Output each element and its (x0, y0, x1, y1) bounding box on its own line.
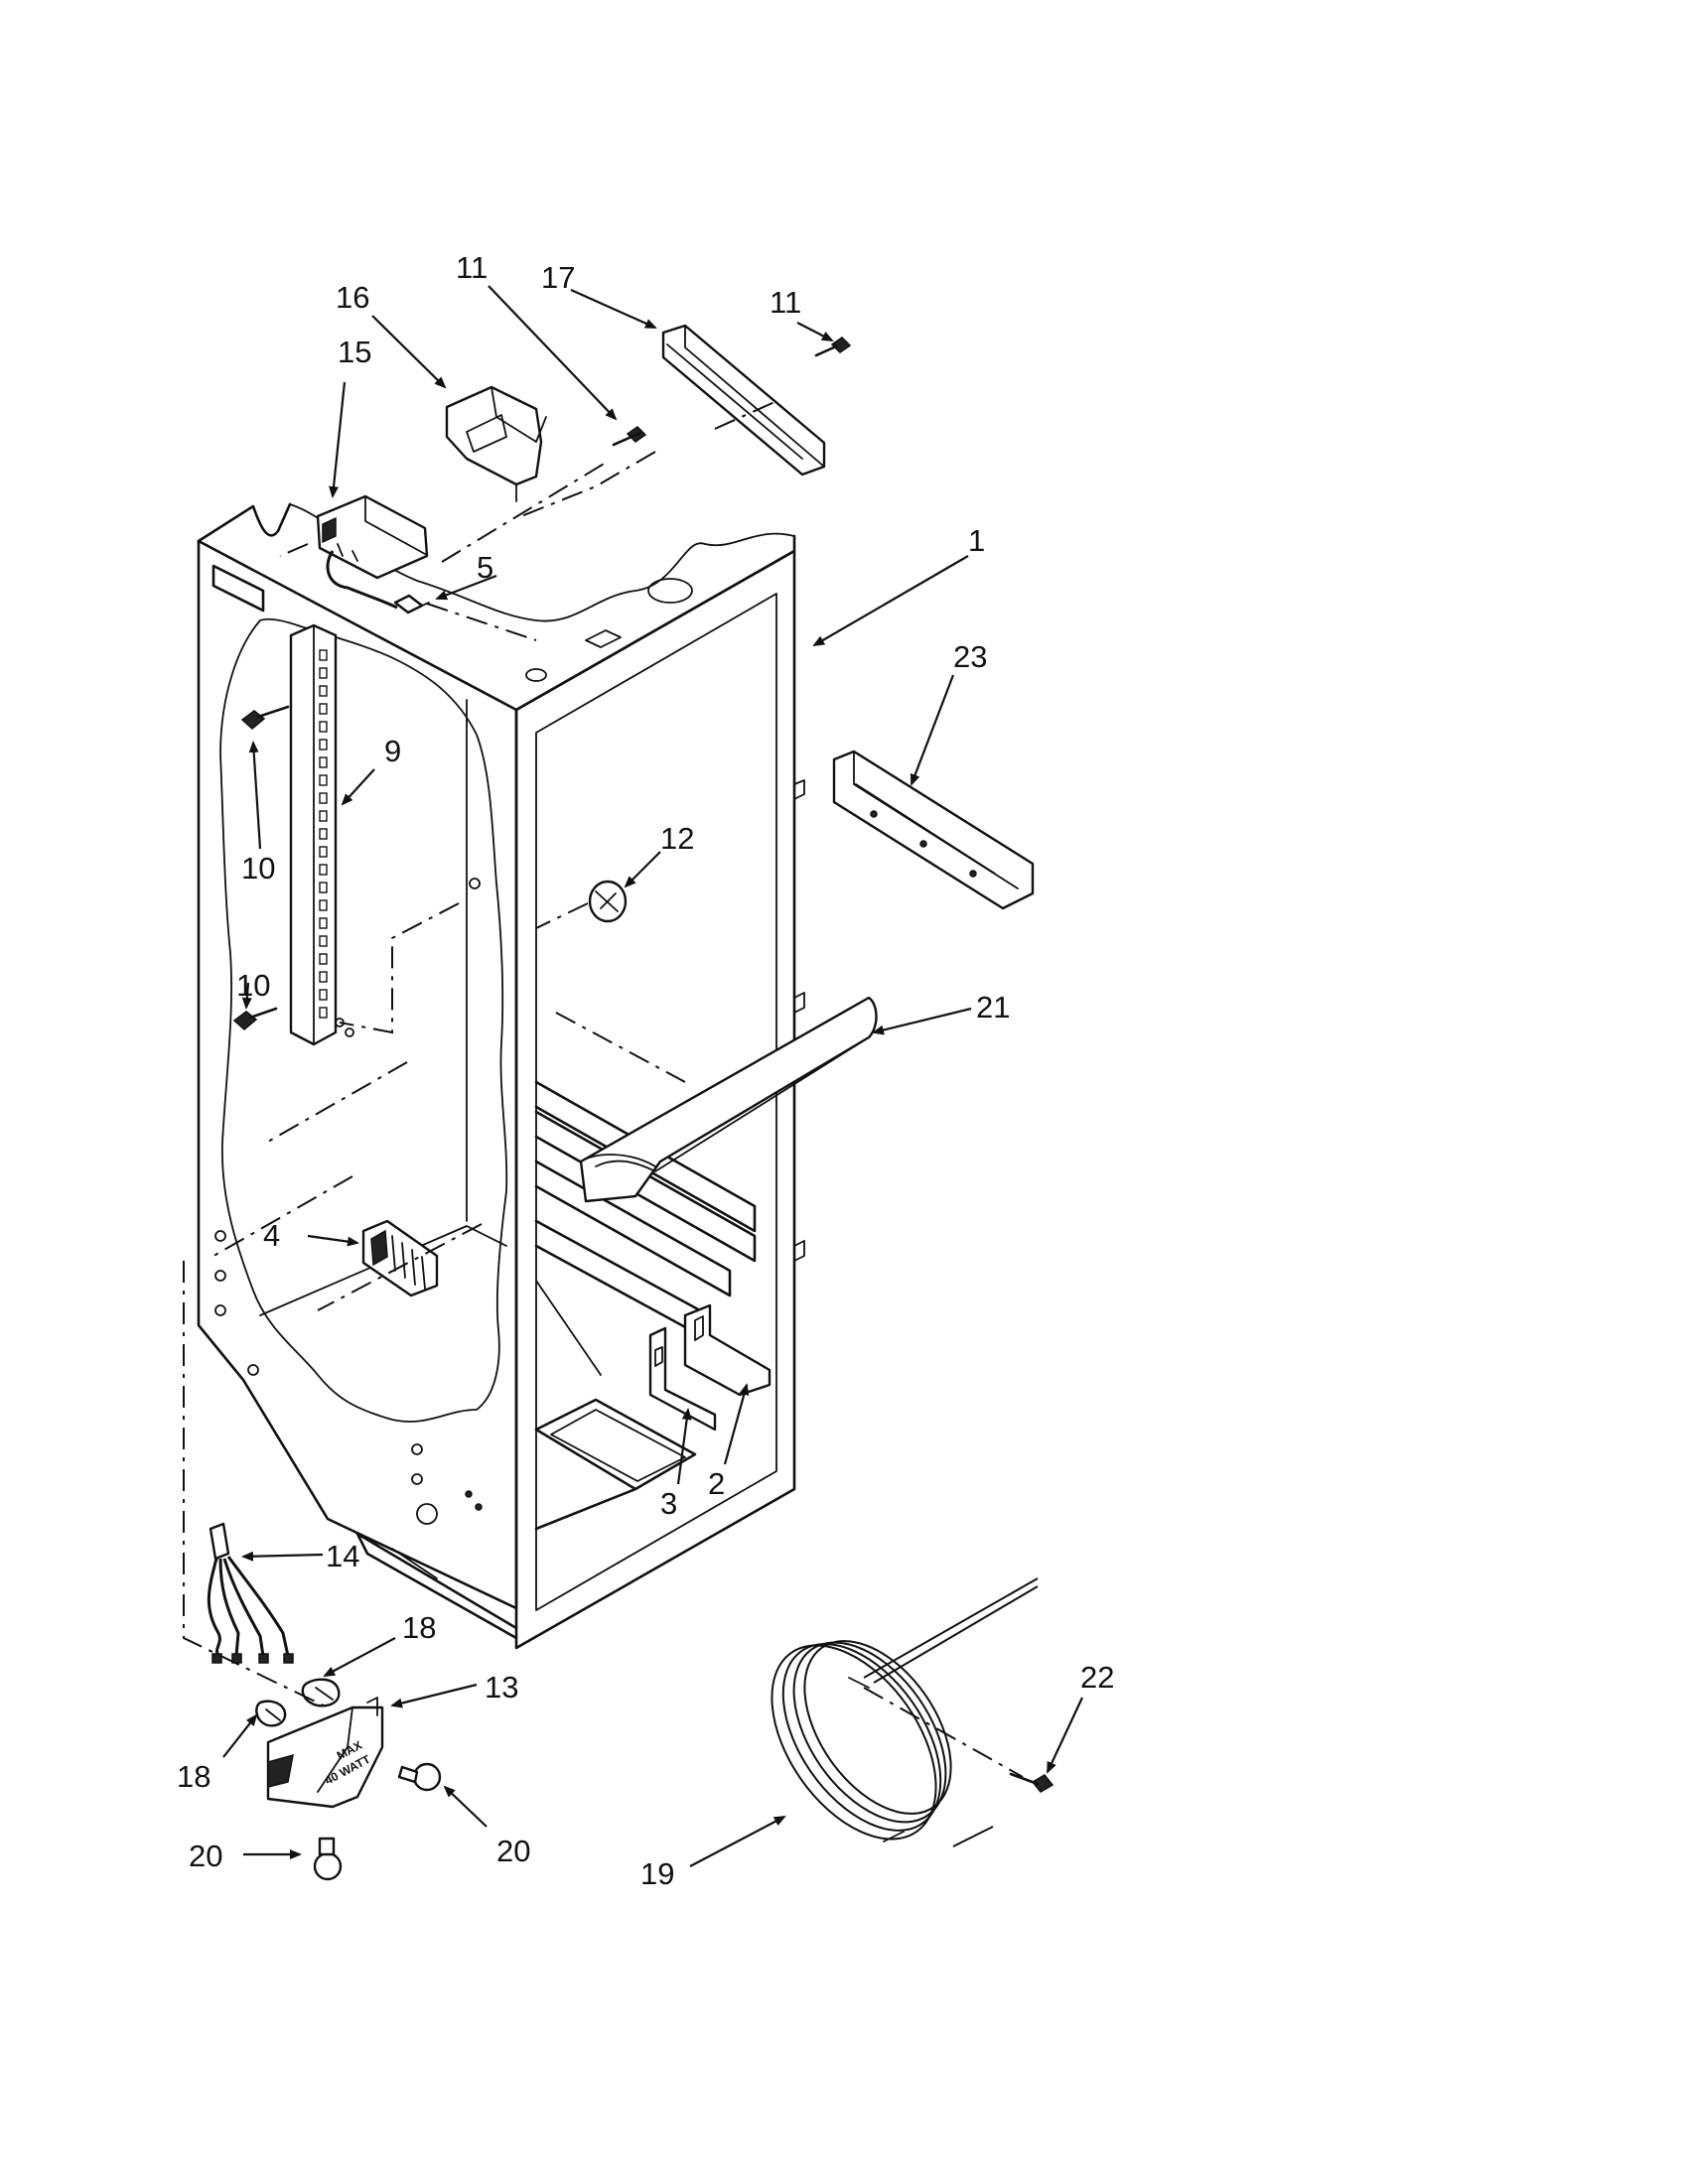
callout-3: 3 (660, 1486, 677, 1521)
ladder-slot (319, 703, 328, 715)
hole-marker (345, 1027, 354, 1037)
ladder-slot (319, 721, 328, 733)
callout-11-right: 11 (770, 285, 801, 320)
callout-5: 5 (477, 550, 493, 585)
ladder-slot (319, 989, 328, 1001)
part-20-bulb-left (313, 1837, 343, 1881)
callout-10-upper: 10 (241, 851, 275, 886)
ladder-slot (319, 846, 328, 858)
ladder-slot (319, 1007, 328, 1019)
ladder-slot (319, 774, 328, 786)
ladder-slot (319, 828, 328, 840)
callout-labels: 1 2 3 4 5 9 10 10 11 11 12 13 14 15 16 1… (177, 250, 1114, 1891)
ladder-slot (319, 756, 328, 768)
part-4-vent (361, 1219, 439, 1297)
ladder-slot (319, 810, 328, 822)
callout-20-right: 20 (496, 1834, 530, 1868)
callout-18-lower: 18 (177, 1759, 210, 1794)
part-13-lamp-housing: MAX 40 WATT (266, 1697, 384, 1809)
callout-4: 4 (263, 1218, 280, 1253)
part-5-connector (393, 594, 430, 614)
ladder-slot (319, 792, 328, 804)
callout-23: 23 (953, 639, 987, 674)
ladder-slot (319, 685, 328, 697)
callout-13: 13 (485, 1670, 518, 1705)
ladder-slot (319, 667, 328, 679)
part-12-clip (588, 880, 628, 923)
callout-9: 9 (384, 734, 401, 768)
part-15-control-housing (316, 494, 429, 610)
ladder-slot (319, 882, 328, 893)
ladder-slot (319, 864, 328, 876)
ladder-slot (319, 649, 328, 661)
callout-15: 15 (338, 335, 371, 369)
ladder-slot (319, 935, 328, 947)
ladder-slot (319, 953, 328, 965)
callout-10-lower: 10 (236, 968, 270, 1003)
part-14-harness (207, 1522, 294, 1664)
callout-17: 17 (541, 260, 575, 295)
ladder-slot (319, 971, 328, 983)
callout-20-left: 20 (189, 1839, 222, 1873)
part-17-rail (661, 324, 826, 477)
callout-22: 22 (1080, 1660, 1114, 1695)
part-11-screw-left (612, 426, 647, 447)
callout-18-upper: 18 (402, 1610, 436, 1645)
ladder-slot (319, 899, 328, 911)
part-10-screw-upper (240, 705, 290, 730)
part-20-bulb-right (397, 1762, 442, 1792)
part-22-screw (1009, 1772, 1054, 1793)
callout-14: 14 (326, 1539, 359, 1573)
part-16-bracket (445, 385, 547, 502)
callout-1: 1 (968, 523, 985, 558)
part-18-clip-lower (255, 1700, 287, 1727)
part-10-screw-lower (232, 1007, 278, 1030)
ladder-slot (319, 917, 328, 929)
part-11-screw-right (814, 337, 852, 357)
part-18-clip-upper (301, 1678, 341, 1707)
callout-leaders (222, 285, 1083, 1867)
part-19-tubing-coil (771, 1577, 1039, 1847)
part-21-cover (579, 996, 878, 1203)
callout-11-left: 11 (456, 250, 488, 285)
ladder-slot (319, 739, 328, 751)
callout-12: 12 (660, 821, 694, 856)
cabinet-liner (197, 502, 805, 1650)
part-9-ladder (289, 623, 338, 1046)
callout-16: 16 (336, 280, 369, 315)
callout-21: 21 (976, 990, 1010, 1024)
hole-marker (469, 878, 481, 889)
part-23-trim (832, 750, 1035, 910)
assembly-lines (183, 401, 1024, 1778)
callout-2: 2 (708, 1466, 725, 1501)
callout-19: 19 (640, 1856, 674, 1891)
part-2-bracket (683, 1303, 772, 1397)
